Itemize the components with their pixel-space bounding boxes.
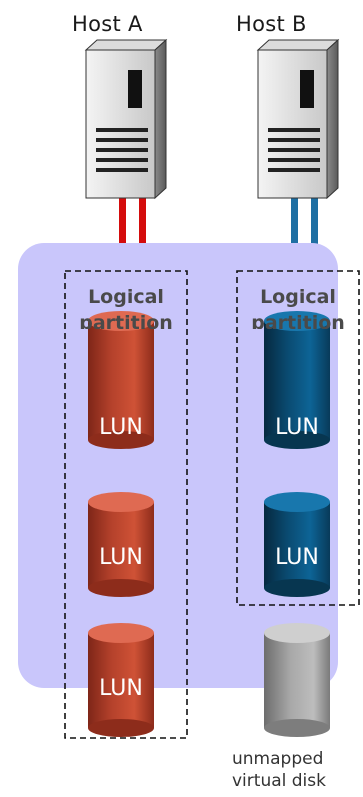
partition-b-box	[236, 270, 360, 606]
host-a-label: Host A	[72, 12, 143, 36]
lun-a1-cylinder-icon	[88, 311, 154, 449]
lun-b2-cylinder-icon	[264, 492, 330, 597]
partition-b-label: Logical partition B	[237, 284, 359, 329]
partition-a-label-line2: partition	[79, 312, 173, 329]
lun-a1-label: LUN	[99, 415, 143, 440]
unmapped-disk-cylinder-icon	[264, 623, 330, 737]
unmapped-caption-line2: virtual disk	[232, 771, 326, 791]
partition-b-label-line1: Logical	[260, 286, 336, 308]
unmapped-disk-caption: unmapped virtual disk	[232, 748, 326, 792]
partition-a-box	[64, 270, 188, 739]
lun-a3-cylinder-icon	[88, 623, 154, 737]
host-b-cables	[291, 196, 318, 248]
partition-a-label-line1: Logical	[88, 286, 164, 308]
lun-b1-label: LUN	[275, 415, 319, 440]
unmapped-caption-line1: unmapped	[232, 749, 324, 769]
lun-a3-label: LUN	[99, 676, 143, 701]
host-a-cables	[119, 196, 146, 248]
partition-a-label: Logical partition A	[65, 284, 187, 329]
lun-b1-cylinder-icon	[264, 311, 330, 449]
lun-b2-label: LUN	[275, 545, 319, 570]
lun-a2-cylinder-icon	[88, 492, 154, 597]
host-b-label: Host B	[236, 12, 307, 36]
host-a-server-icon	[84, 38, 168, 200]
lun-a2-label: LUN	[99, 545, 143, 570]
partition-b-label-line2: partition	[251, 312, 345, 329]
host-b-server-icon	[256, 38, 340, 200]
